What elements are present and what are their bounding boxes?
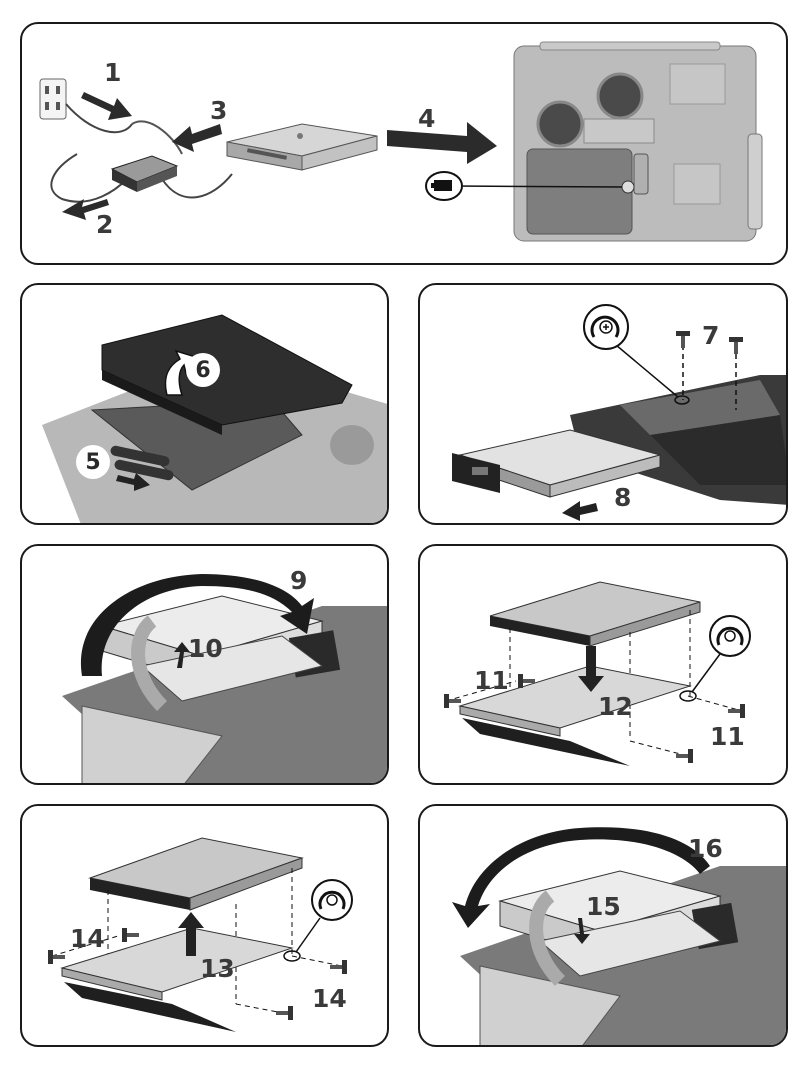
- step-label-14-right: 14: [312, 986, 347, 1011]
- step-label-11-left: 11: [474, 668, 509, 693]
- arrow-step-8: [562, 501, 598, 521]
- step-label-6: 6: [186, 353, 220, 387]
- panel-step-15-16: 16 15: [418, 804, 788, 1047]
- callout-line-battery: [454, 186, 622, 187]
- laptop-underside: [514, 42, 762, 241]
- panel-7-illustration: [420, 806, 788, 1047]
- arrow-step-4: [387, 122, 497, 164]
- panel-4-illustration: [22, 546, 389, 785]
- screw-14-d: [276, 1006, 293, 1020]
- wall-outlet: [40, 79, 66, 119]
- screw-14-a: [48, 950, 65, 964]
- panel-step-11-12: 11 11 12: [418, 544, 788, 785]
- panel-step-13-14: 14 14 13: [20, 804, 389, 1047]
- panel-2-illustration: [22, 285, 389, 525]
- screw-7-a: [676, 331, 690, 348]
- panel-step-1-4: 1 2 3 4: [20, 22, 788, 265]
- arrow-step-1: [81, 92, 132, 120]
- screw-14-b: [122, 928, 139, 942]
- step-label-16: 16: [688, 836, 723, 861]
- step-label-15: 15: [586, 894, 621, 919]
- screw-11-c: [728, 704, 745, 718]
- step-label-4: 4: [418, 106, 435, 131]
- step-label-11-right: 11: [710, 724, 745, 749]
- panel-3-illustration: [420, 285, 788, 525]
- screw-rotate-icon: [312, 880, 352, 920]
- step-label-3: 3: [210, 98, 227, 123]
- screw-rotate-icon: [584, 305, 628, 349]
- vent-grill: [330, 425, 374, 465]
- panel-step-7-8: 7 8: [418, 283, 788, 525]
- screw-14-c: [330, 960, 347, 974]
- step-label-8: 8: [614, 485, 631, 510]
- optical-drive-new: [90, 838, 302, 910]
- step-label-1: 1: [104, 60, 121, 85]
- step-label-13: 13: [200, 956, 235, 981]
- screw-11-d: [676, 749, 693, 763]
- step-label-12: 12: [598, 694, 633, 719]
- step-label-5: 5: [76, 445, 110, 479]
- step-label-9: 9: [290, 568, 307, 593]
- panel-1-illustration: [22, 24, 788, 265]
- step-label-10: 10: [188, 636, 223, 661]
- screw-rotate-icon: [710, 616, 750, 656]
- step-label-14-left: 14: [70, 926, 105, 951]
- screw-7-b: [729, 337, 743, 354]
- panel-step-9-10: 9 10: [20, 544, 389, 785]
- optical-drive: [490, 582, 700, 646]
- step-label-7: 7: [702, 323, 719, 348]
- laptop-closed: [227, 124, 377, 170]
- step-label-2: 2: [96, 212, 113, 237]
- panel-step-5-6: 6 5: [20, 283, 389, 525]
- screw-11-a: [444, 694, 461, 708]
- battery-icon: [426, 172, 462, 200]
